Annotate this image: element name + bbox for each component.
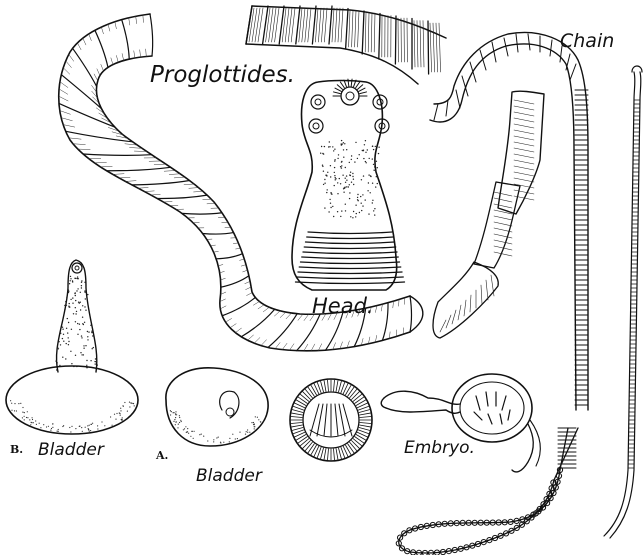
bladder-b <box>6 260 138 434</box>
label-proglottides: Proglottides. <box>150 64 295 87</box>
label-bladder-b-letter: B. <box>10 444 23 455</box>
thin-strobila <box>604 66 642 538</box>
label-bladder-a: Bladder <box>196 468 262 485</box>
head-scolex <box>292 79 405 290</box>
cyst-cross-section <box>290 379 372 461</box>
label-embryo: Embryo. <box>404 440 475 457</box>
chain-single-segments <box>433 91 544 338</box>
chain-coil <box>430 32 588 410</box>
label-head: Head. <box>312 296 374 317</box>
label-chain: Chain <box>560 32 614 51</box>
bladder-a <box>166 368 268 446</box>
label-bladder-a-letter: A. <box>156 450 168 461</box>
label-bladder-b: Bladder <box>38 442 104 459</box>
